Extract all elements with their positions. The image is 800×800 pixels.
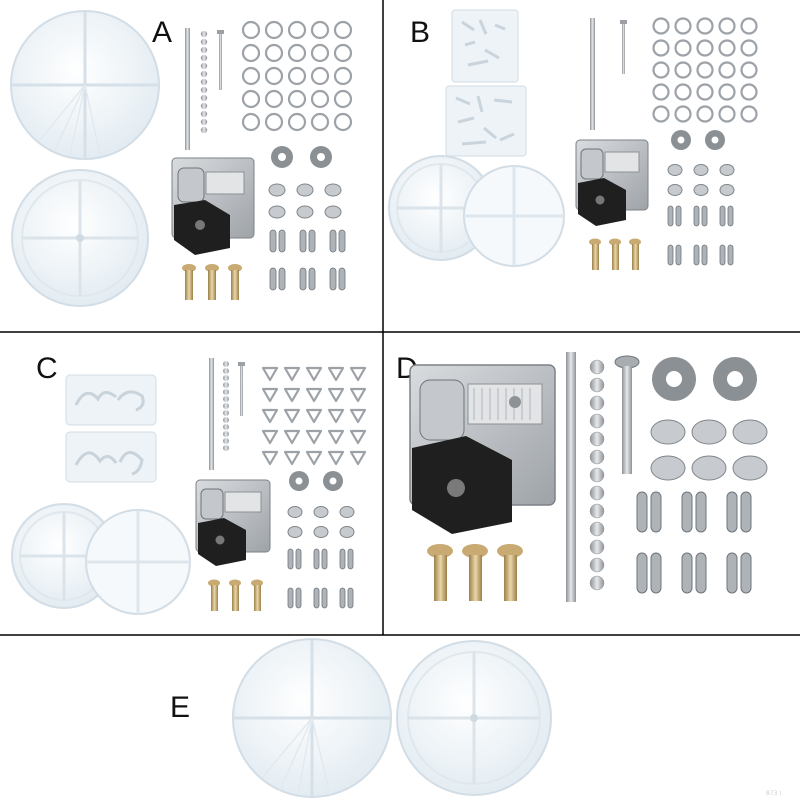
triangle-bail-grid bbox=[261, 366, 367, 466]
panel-label-e: E bbox=[170, 691, 190, 724]
panel-label-b: B bbox=[410, 16, 430, 49]
cup-caps bbox=[667, 164, 735, 196]
lid-mold bbox=[463, 165, 565, 267]
screw bbox=[217, 30, 224, 90]
panel-a bbox=[10, 10, 353, 307]
jump-ring-grid bbox=[652, 17, 758, 123]
cup-caps bbox=[287, 506, 355, 538]
washers bbox=[289, 471, 343, 491]
bolts bbox=[589, 238, 641, 270]
bolts bbox=[208, 579, 263, 611]
tool-pendant-mold-2 bbox=[445, 85, 527, 157]
lid-mold bbox=[85, 509, 191, 615]
bolts bbox=[182, 264, 242, 300]
bolts bbox=[427, 544, 523, 601]
dinosaur-mold bbox=[65, 374, 157, 426]
panel-label-a: A bbox=[152, 16, 172, 49]
panel-dividers bbox=[0, 0, 800, 636]
music-movement bbox=[575, 139, 649, 226]
panel-b bbox=[388, 9, 758, 270]
rod bbox=[566, 352, 576, 602]
music-movement bbox=[171, 157, 255, 255]
tool-pendant-mold bbox=[451, 9, 519, 83]
bead-clasps bbox=[667, 205, 734, 266]
washers bbox=[671, 130, 725, 150]
screw bbox=[620, 20, 627, 74]
panel-label-c: C bbox=[36, 352, 58, 385]
music-movement bbox=[195, 479, 271, 566]
jump-ring-grid bbox=[241, 20, 353, 132]
panel-e bbox=[232, 638, 552, 798]
ball-chain bbox=[223, 361, 229, 451]
lid-mold bbox=[10, 10, 160, 160]
bead-clasps bbox=[287, 548, 354, 609]
bead-clasps bbox=[636, 491, 752, 594]
cup-caps bbox=[268, 183, 342, 219]
screw bbox=[614, 355, 640, 474]
dinosaur-mold-2 bbox=[65, 431, 157, 483]
music-movement bbox=[409, 364, 556, 534]
rod bbox=[209, 358, 214, 470]
bead-clasps bbox=[269, 229, 346, 291]
base-mold bbox=[396, 640, 552, 796]
rod bbox=[590, 18, 595, 130]
panel-d bbox=[409, 352, 768, 602]
ball-chain bbox=[200, 30, 208, 134]
watermark: 873 I bbox=[766, 790, 781, 797]
cup-caps bbox=[650, 419, 768, 481]
base-mold bbox=[11, 169, 149, 307]
ball-chain bbox=[589, 359, 605, 591]
washers bbox=[271, 146, 332, 168]
screw bbox=[238, 362, 245, 416]
lid-mold bbox=[232, 638, 392, 798]
rod bbox=[185, 28, 190, 150]
washers bbox=[652, 357, 757, 401]
panel-c bbox=[11, 358, 367, 615]
